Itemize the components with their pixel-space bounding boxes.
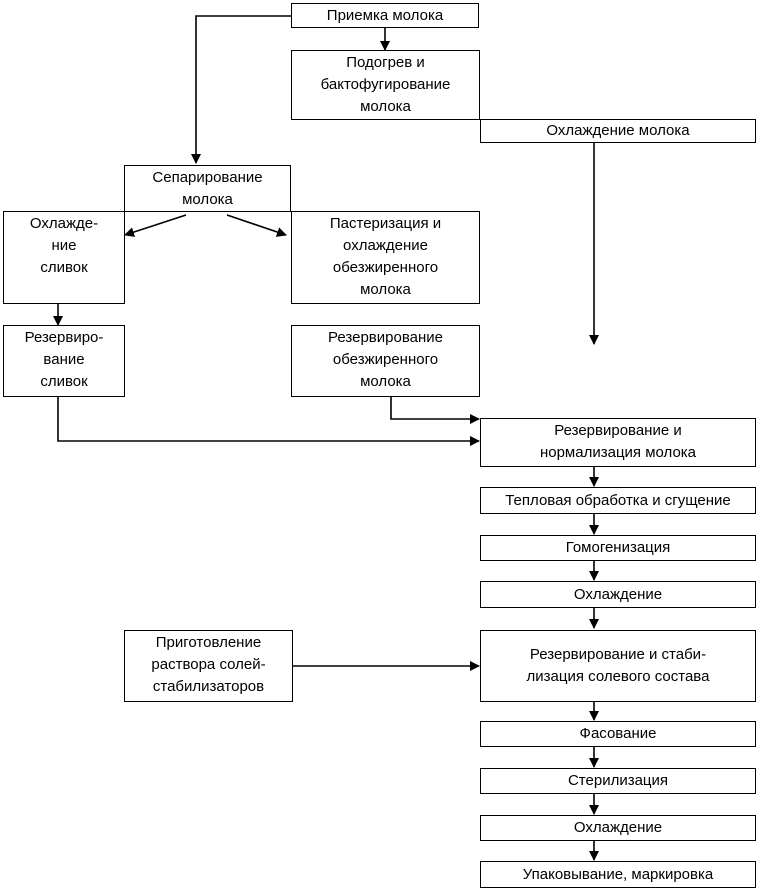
node-salt-prep: Приготовление раствора солей- стабилизат… xyxy=(124,630,293,702)
node-normalization: Резервирование и нормализация молока xyxy=(480,418,756,467)
node-cream-reserve: Резервиро- вание сливок xyxy=(3,325,125,397)
node-cooling-2: Охлаждение xyxy=(480,815,756,841)
node-sterilization: Стерилизация xyxy=(480,768,756,794)
node-heat-treatment: Тепловая обработка и сгущение xyxy=(480,487,756,514)
node-receiving: Приемка молока xyxy=(291,3,479,28)
node-pasteurization: Пастеризация и охлаждение обезжиренного … xyxy=(291,211,480,304)
node-cooling-1: Охлаждение xyxy=(480,581,756,608)
node-labeling: Упаковывание, маркировка xyxy=(480,861,756,888)
node-homogenization: Гомогенизация xyxy=(480,535,756,561)
node-stabilization: Резервирование и стаби- лизация солевого… xyxy=(480,630,756,702)
arrow-separation-to-pasteurization xyxy=(226,214,287,237)
arrow-skim-reserve-to-normalization xyxy=(300,395,480,424)
node-milk-cooling: Охлаждение молока xyxy=(480,119,756,143)
node-heating: Подогрев и бактофугирование молока xyxy=(291,50,480,120)
arrow-receiving-to-separation xyxy=(191,15,291,164)
node-skim-reserve: Резервирование обезжиренного молока xyxy=(291,325,480,397)
arrow-separation-to-cream-cooling xyxy=(124,214,187,237)
node-separation: Сепарирование молока xyxy=(124,165,291,212)
arrow-cream-reserve-to-normalization xyxy=(57,397,480,446)
node-packing: Фасование xyxy=(480,721,756,747)
node-cream-cooling: Охлажде- ние сливок xyxy=(3,211,125,304)
